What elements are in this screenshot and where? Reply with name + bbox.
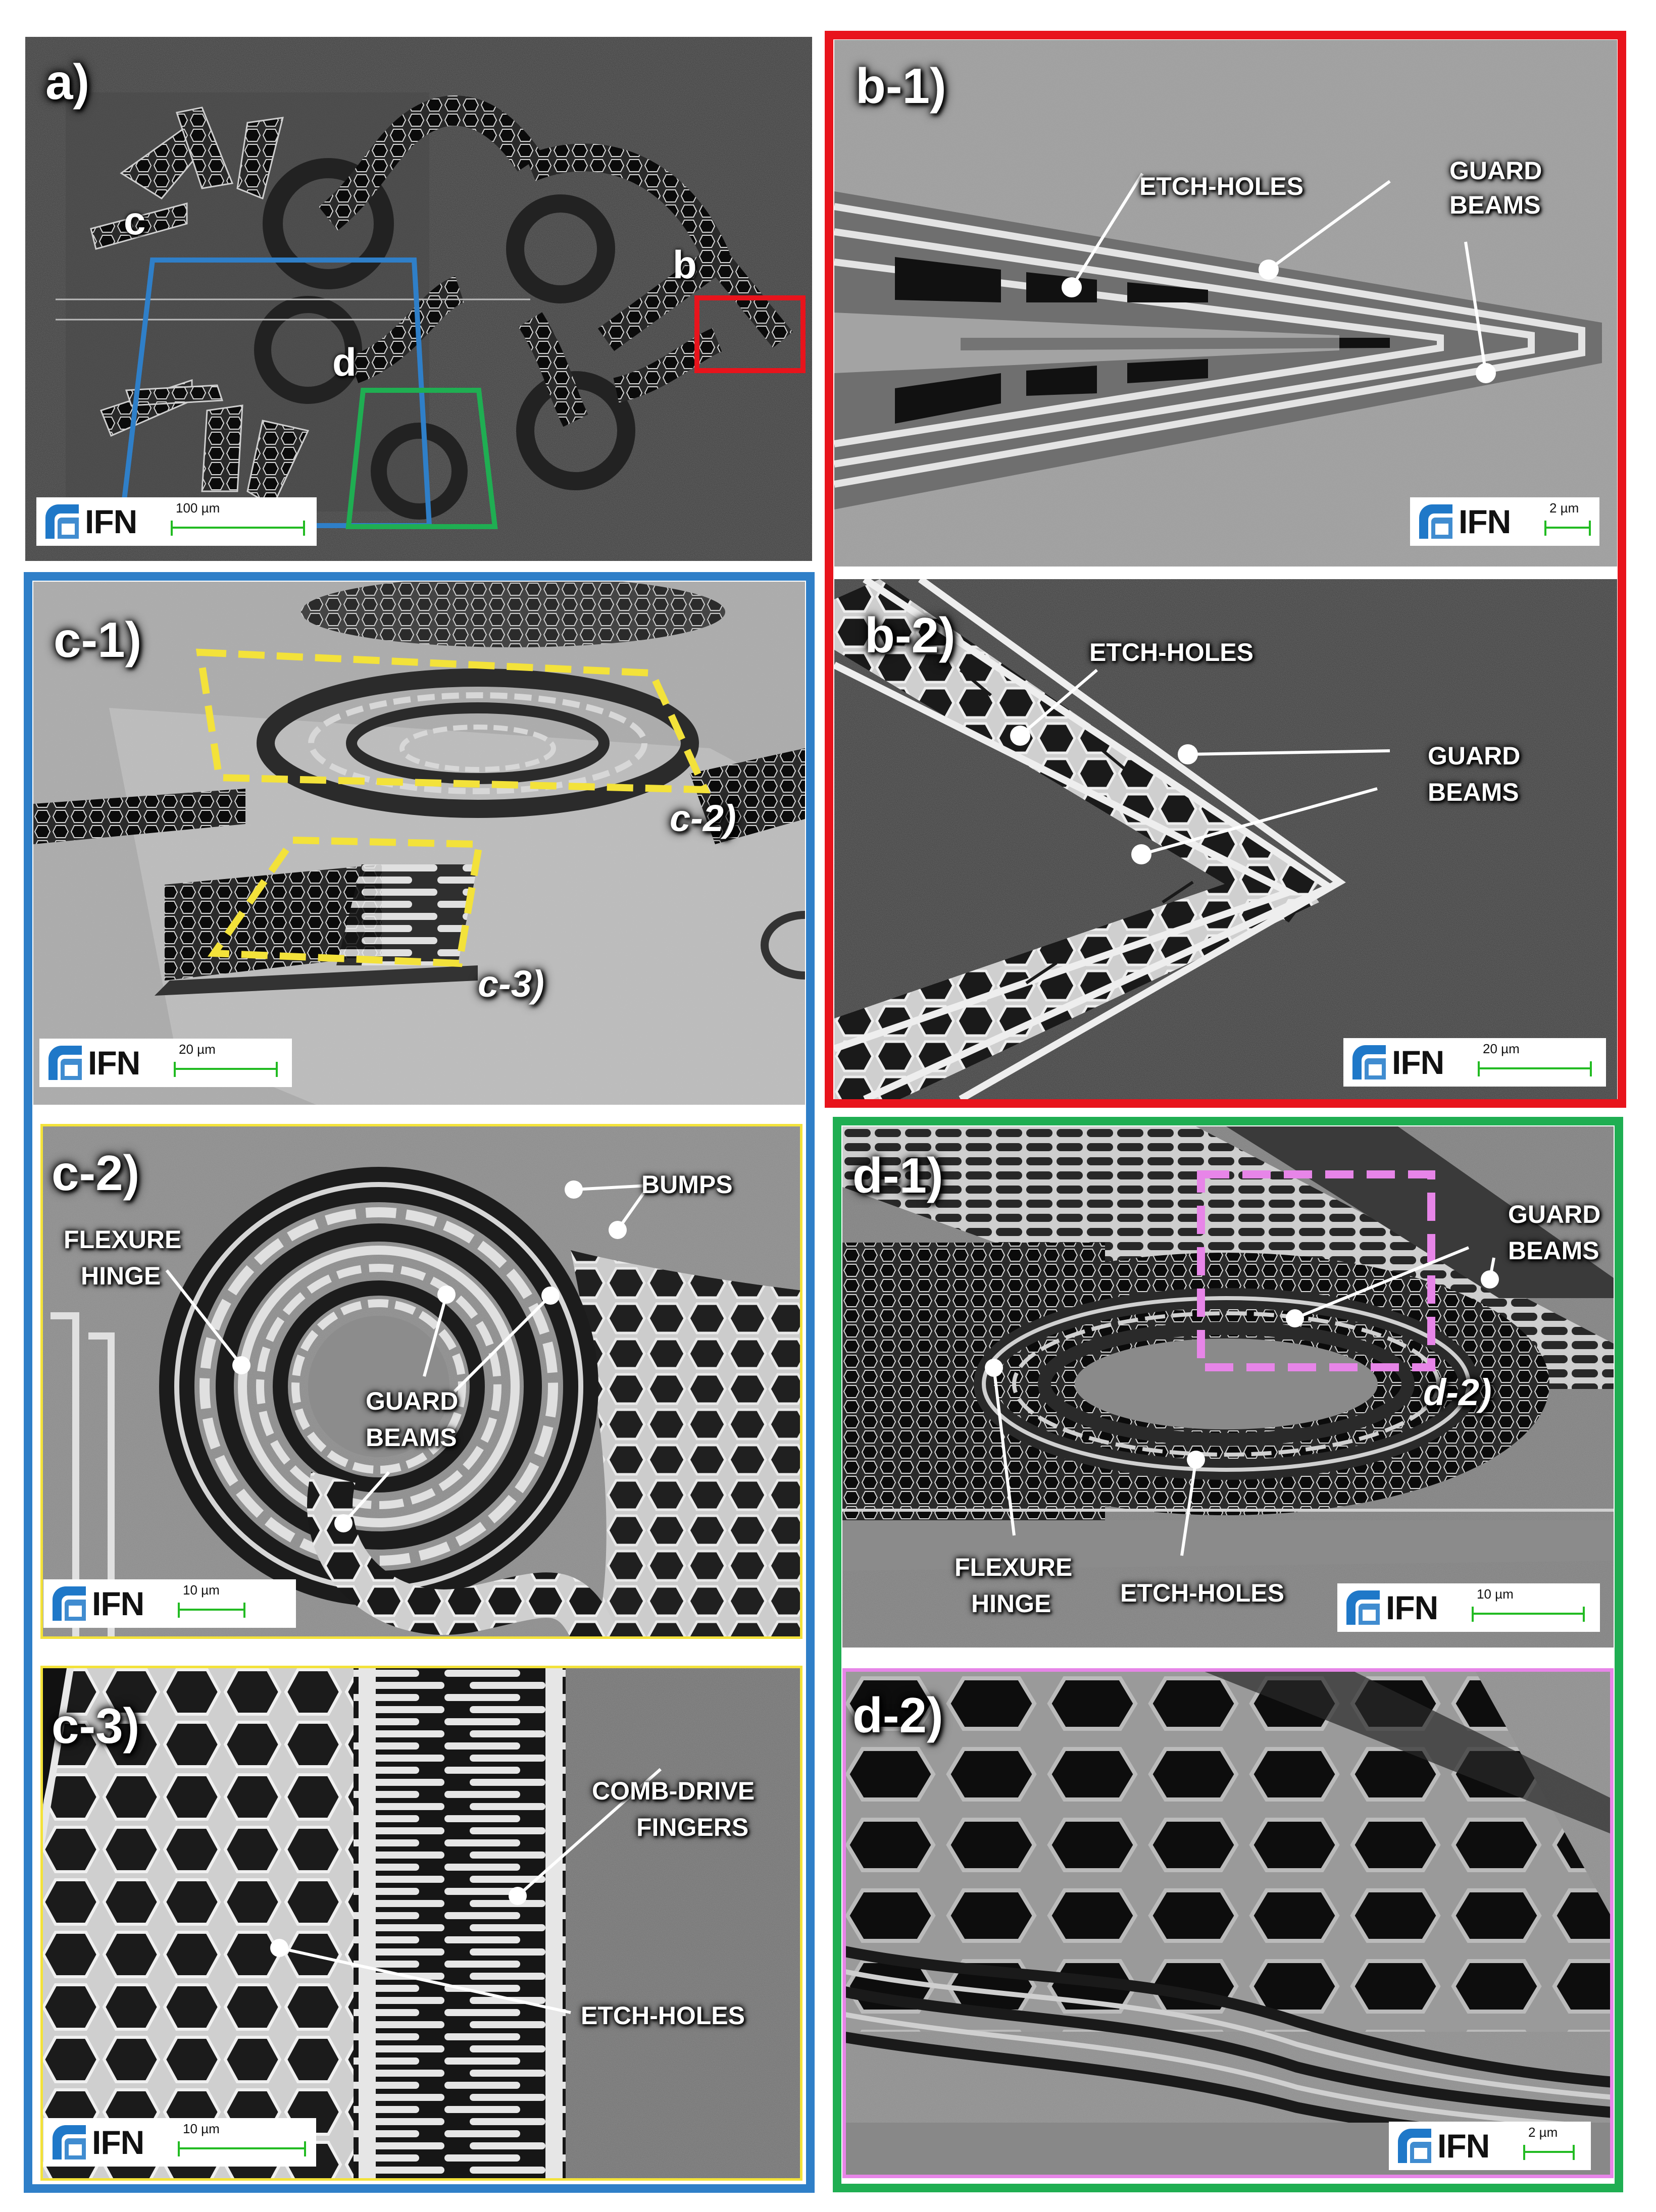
- scale-bar-a: IFN 100 µm: [36, 497, 317, 546]
- panel-c2: c-2) BUMPS FLEXURE HINGE GUARD BEAMS IFN…: [40, 1124, 802, 1639]
- panel-label-c2: c-2): [52, 1145, 140, 1201]
- zoom-label-c3: c-3): [478, 963, 544, 1005]
- scale-length: 20 µm: [179, 1042, 216, 1057]
- region-letter-c: c: [124, 198, 146, 243]
- ifn-logo-icon: [1417, 503, 1454, 540]
- sem-image-c1: [33, 582, 805, 1105]
- ifn-logo-icon: [1344, 1589, 1382, 1626]
- panel-label-c3: c-3): [52, 1698, 140, 1754]
- ifn-logo-text: IFN: [1392, 1044, 1444, 1081]
- ifn-logo-text: IFN: [1437, 2127, 1490, 2165]
- ifn-logo-icon: [51, 2124, 88, 2160]
- ifn-logo-text: IFN: [85, 503, 137, 540]
- scale-length: 10 µm: [1477, 1586, 1514, 1602]
- label-guard-b2: GUARD: [1428, 742, 1521, 770]
- label-hinge-d1: HINGE: [971, 1589, 1051, 1618]
- scale-length: 100 µm: [176, 500, 220, 516]
- label-guard-c2: GUARD: [366, 1387, 459, 1415]
- label-guard-d1: GUARD: [1508, 1200, 1601, 1228]
- scale-line: [1544, 521, 1591, 536]
- label-flexure-c2: FLEXURE: [64, 1225, 182, 1254]
- scale-line: [171, 521, 305, 536]
- ifn-logo-text: IFN: [92, 1585, 144, 1622]
- scale-length: 2 µm: [1528, 2125, 1558, 2140]
- scale-length: 20 µm: [1483, 1041, 1520, 1056]
- scale-line: [178, 1603, 245, 1618]
- panel-label-d2: d-2): [852, 1687, 943, 1743]
- panel-c1: c-1) c-2) c-3) IFN 20 µm: [33, 582, 805, 1105]
- panel-label-b2: b-2): [865, 607, 956, 663]
- sem-image-overview: [25, 37, 812, 561]
- panel-c3: c-3) COMB-DRIVE FINGERS ETCH-HOLES IFN 1…: [40, 1666, 802, 2181]
- label-guard-b1: GUARD: [1449, 157, 1542, 185]
- scale-bar-c1: IFN 20 µm: [39, 1039, 292, 1087]
- label-bumps-c2: BUMPS: [641, 1170, 733, 1199]
- label-comb-drive-c3: COMB-DRIVE: [592, 1777, 755, 1805]
- scale-bar-d1: IFN 10 µm: [1337, 1583, 1600, 1632]
- scale-line: [1472, 1607, 1585, 1622]
- scale-length: 10 µm: [183, 2121, 220, 2136]
- label-etch-holes-d1: ETCH-HOLES: [1120, 1579, 1284, 1607]
- zoom-label-c2: c-2): [670, 797, 736, 839]
- scale-bar-c3: IFN 10 µm: [43, 2118, 316, 2167]
- panel-a: a) c b d IFN 100 µm: [25, 37, 812, 561]
- ifn-logo-text: IFN: [88, 1044, 140, 1082]
- label-etch-holes-b2: ETCH-HOLES: [1089, 638, 1253, 666]
- ifn-logo-text: IFN: [1386, 1589, 1438, 1626]
- label-flexure-d1: FLEXURE: [955, 1553, 1073, 1581]
- ifn-logo-icon: [46, 1045, 84, 1081]
- panel-label-a: a): [45, 54, 90, 110]
- label-hinge-c2: HINGE: [81, 1262, 161, 1290]
- sem-image-c3: [40, 1666, 802, 2181]
- sem-image-b1: [834, 40, 1617, 567]
- panel-label-c1: c-1): [54, 612, 142, 667]
- ifn-logo-icon: [1350, 1044, 1388, 1081]
- panel-d2: d-2) IFN 2 µm: [842, 1668, 1614, 2178]
- region-letter-d: d: [332, 340, 357, 384]
- label-fingers-c3: FINGERS: [636, 1813, 749, 1841]
- label-beams-b2: BEAMS: [1428, 778, 1519, 806]
- scale-bar-b1: IFN 2 µm: [1410, 497, 1599, 546]
- scale-line: [174, 1062, 278, 1077]
- sem-image-c2: [40, 1124, 802, 1639]
- ifn-logo-text: IFN: [1459, 503, 1511, 540]
- scale-line: [1523, 2145, 1575, 2160]
- panel-b2: b-2) ETCH-HOLES GUARD BEAMS IFN 20 µm: [834, 579, 1617, 1099]
- region-letter-b: b: [673, 242, 697, 287]
- scale-line: [178, 2141, 306, 2156]
- scale-bar-b2: IFN 20 µm: [1343, 1038, 1606, 1087]
- ifn-logo-icon: [1396, 2128, 1433, 2164]
- panel-d1: d-1) GUARD BEAMS FLEXURE HINGE ETCH-HOLE…: [842, 1126, 1614, 1648]
- label-beams-d1: BEAMS: [1508, 1237, 1599, 1265]
- ifn-logo-icon: [51, 1585, 88, 1622]
- sem-image-d2: [842, 1668, 1614, 2178]
- label-etch-holes-b1: ETCH-HOLES: [1139, 172, 1303, 200]
- panel-label-d1: d-1): [852, 1148, 943, 1203]
- zoom-label-d2: d-2): [1423, 1371, 1492, 1413]
- panel-b1: b-1) ETCH-HOLES GUARD BEAMS IFN 2 µm: [834, 40, 1617, 567]
- label-etch-holes-c3: ETCH-HOLES: [581, 2001, 745, 2030]
- scale-line: [1478, 1061, 1592, 1076]
- scale-bar-d2: IFN 2 µm: [1389, 2122, 1591, 2170]
- scale-length: 10 µm: [183, 1582, 220, 1598]
- ifn-logo-icon: [43, 503, 81, 540]
- scale-bar-c2: IFN 10 µm: [43, 1579, 296, 1628]
- label-beams-b1: BEAMS: [1449, 191, 1541, 219]
- panel-label-b1: b-1): [856, 58, 946, 114]
- label-beams-c2: BEAMS: [366, 1423, 457, 1452]
- scale-length: 2 µm: [1549, 500, 1579, 516]
- ifn-logo-text: IFN: [92, 2124, 144, 2161]
